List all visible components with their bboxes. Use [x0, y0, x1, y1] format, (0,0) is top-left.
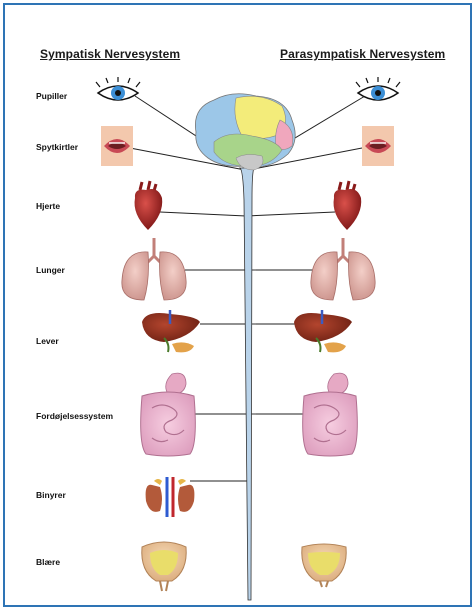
mouth-icon — [101, 126, 133, 166]
lungs-icon — [122, 238, 186, 300]
line-right-heart — [246, 212, 335, 216]
intestines-icon — [141, 373, 196, 456]
liver-icon — [142, 310, 200, 352]
spinal-cord-ticks — [252, 270, 256, 414]
bladder-icon — [302, 544, 346, 587]
lungs-icon — [311, 238, 375, 300]
intestines-icon — [303, 373, 358, 456]
eye-icon — [96, 77, 140, 100]
brain-icon — [195, 94, 295, 170]
line-left-heart — [160, 212, 246, 216]
heart-icon — [135, 181, 163, 230]
mouth-icon — [362, 126, 394, 166]
bladder-icon — [142, 542, 186, 591]
liver-icon — [294, 310, 352, 352]
heart-icon — [334, 181, 362, 230]
spinal-cord — [240, 168, 254, 600]
kidney-icon — [146, 477, 195, 517]
eye-icon — [356, 77, 400, 100]
